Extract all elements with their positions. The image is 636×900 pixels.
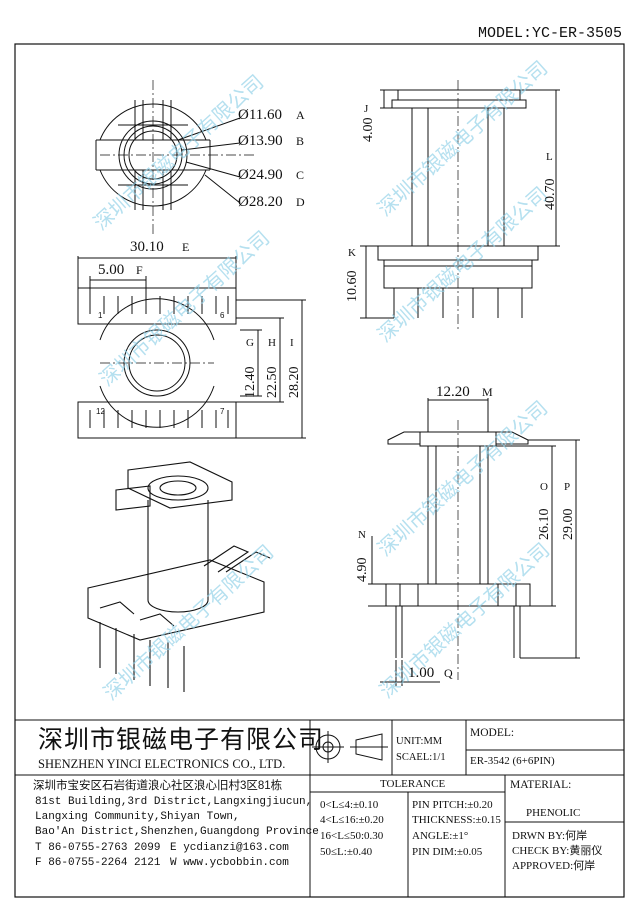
dim-b-tag: B xyxy=(296,134,305,148)
dim-f-tag: F xyxy=(136,263,143,277)
dim-d-tag: D xyxy=(296,195,305,209)
dim-c-value: Ø24.90 xyxy=(238,167,283,183)
dim-m-tag: M xyxy=(482,385,493,399)
dim-f-value: 5.00 xyxy=(98,262,125,278)
dim-k-tag: K xyxy=(348,247,356,259)
dim-n-tag: N xyxy=(358,529,366,541)
dim-p-value: 29.00 xyxy=(561,508,576,541)
dim-p-tag: P xyxy=(564,481,571,493)
approved-by: APPROVED:何岸 xyxy=(512,860,596,872)
tolerance-pin-dim: PIN DIM:±0.05 xyxy=(412,846,483,858)
pin-label-12: 12 xyxy=(96,407,105,416)
dim-j-value: 4.00 xyxy=(361,117,376,143)
email: E ycdianzi@163.com xyxy=(170,842,289,854)
tolerance-row-3: 16<L≤50:0.30 xyxy=(320,830,384,842)
tolerance-row-4: 50≤L:±0.40 xyxy=(320,846,373,858)
dim-n-value: 4.90 xyxy=(355,557,370,583)
address-en-line3: Bao'An District,Shenzhen,Guangdong Provi… xyxy=(35,826,319,838)
material-label: MATERIAL: xyxy=(510,779,572,791)
tolerance-angle: ANGLE:±1° xyxy=(412,830,469,842)
dim-e-tag: E xyxy=(182,240,190,254)
dim-o-value: 26.10 xyxy=(537,508,552,541)
pin-label-1: 1 xyxy=(98,311,103,320)
address-cn: 深圳市宝安区石岩街道浪心社区浪心旧村3区81栋 xyxy=(33,780,283,792)
dim-a-tag: A xyxy=(296,108,305,122)
dim-l-tag: L xyxy=(546,151,553,163)
website: W www.ycbobbin.com xyxy=(170,857,289,869)
dim-l-value: 40.70 xyxy=(543,178,558,211)
dim-j-tag: J xyxy=(364,103,369,115)
drawn-by: DRWN BY:何岸 xyxy=(512,830,588,842)
scale-label: SCAEL:1/1 xyxy=(396,752,446,763)
dim-c-tag: C xyxy=(296,168,305,182)
bottom-view-drawing xyxy=(77,256,306,439)
material-value: PHENOLIC xyxy=(526,807,581,819)
side-view-upper-drawing xyxy=(360,80,560,330)
dim-i-value: 28.20 xyxy=(287,366,302,399)
dim-h-value: 22.50 xyxy=(265,366,280,399)
company-name-cn: 深圳市银磁电子有限公司 xyxy=(38,726,325,754)
tolerance-row-1: 0<L≤4:±0.10 xyxy=(320,799,379,811)
dim-b-value: Ø13.90 xyxy=(238,133,283,149)
dim-d-value: Ø28.20 xyxy=(238,194,283,210)
tolerance-pin-pitch: PIN PITCH:±0.20 xyxy=(412,799,493,811)
pin-label-7: 7 xyxy=(220,407,225,416)
pin-label-6: 6 xyxy=(220,311,225,320)
dim-k-value: 10.60 xyxy=(345,270,360,303)
tolerance-thickness: THICKNESS:±0.15 xyxy=(412,814,501,826)
dim-o-tag: O xyxy=(540,481,548,493)
top-view-drawing xyxy=(95,80,256,235)
dim-i-tag: I xyxy=(290,337,294,349)
tolerance-row-2: 4<L≤16:±0.20 xyxy=(320,814,384,826)
dim-e-value: 30.10 xyxy=(130,239,164,255)
dim-a-value: Ø11.60 xyxy=(238,107,283,123)
isometric-drawing xyxy=(87,461,271,692)
address-en-line2: Langxing Community,Shiyan Town, xyxy=(35,811,240,823)
title-block-lines xyxy=(15,719,624,897)
dim-h-tag: H xyxy=(268,337,276,349)
front-view-drawing xyxy=(368,398,580,686)
model-value: ER-3542 (6+6PIN) xyxy=(470,755,555,767)
dim-q-tag: Q xyxy=(444,666,453,680)
model-header: MODEL:YC-ER-3505 xyxy=(478,25,623,42)
fax: F 86-0755-2264 2121 xyxy=(35,857,161,869)
checked-by: CHECK BY:黄丽仪 xyxy=(512,845,603,857)
address-en-line1: 81st Building,3rd District,Langxingjiucu… xyxy=(35,796,313,808)
unit-label: UNIT:MM xyxy=(396,736,443,747)
tolerance-title: TOLERANCE xyxy=(380,778,446,790)
company-name-en: SHENZHEN YINCI ELECTRONICS CO., LTD. xyxy=(38,757,286,771)
phone: T 86-0755-2763 2099 xyxy=(35,842,161,854)
model-label: MODEL: xyxy=(470,727,515,739)
dim-m-value: 12.20 xyxy=(436,384,470,400)
dim-g-value: 12.40 xyxy=(243,366,258,399)
dim-q-value: 1.00 xyxy=(408,665,435,681)
dim-g-tag: G xyxy=(246,337,254,349)
